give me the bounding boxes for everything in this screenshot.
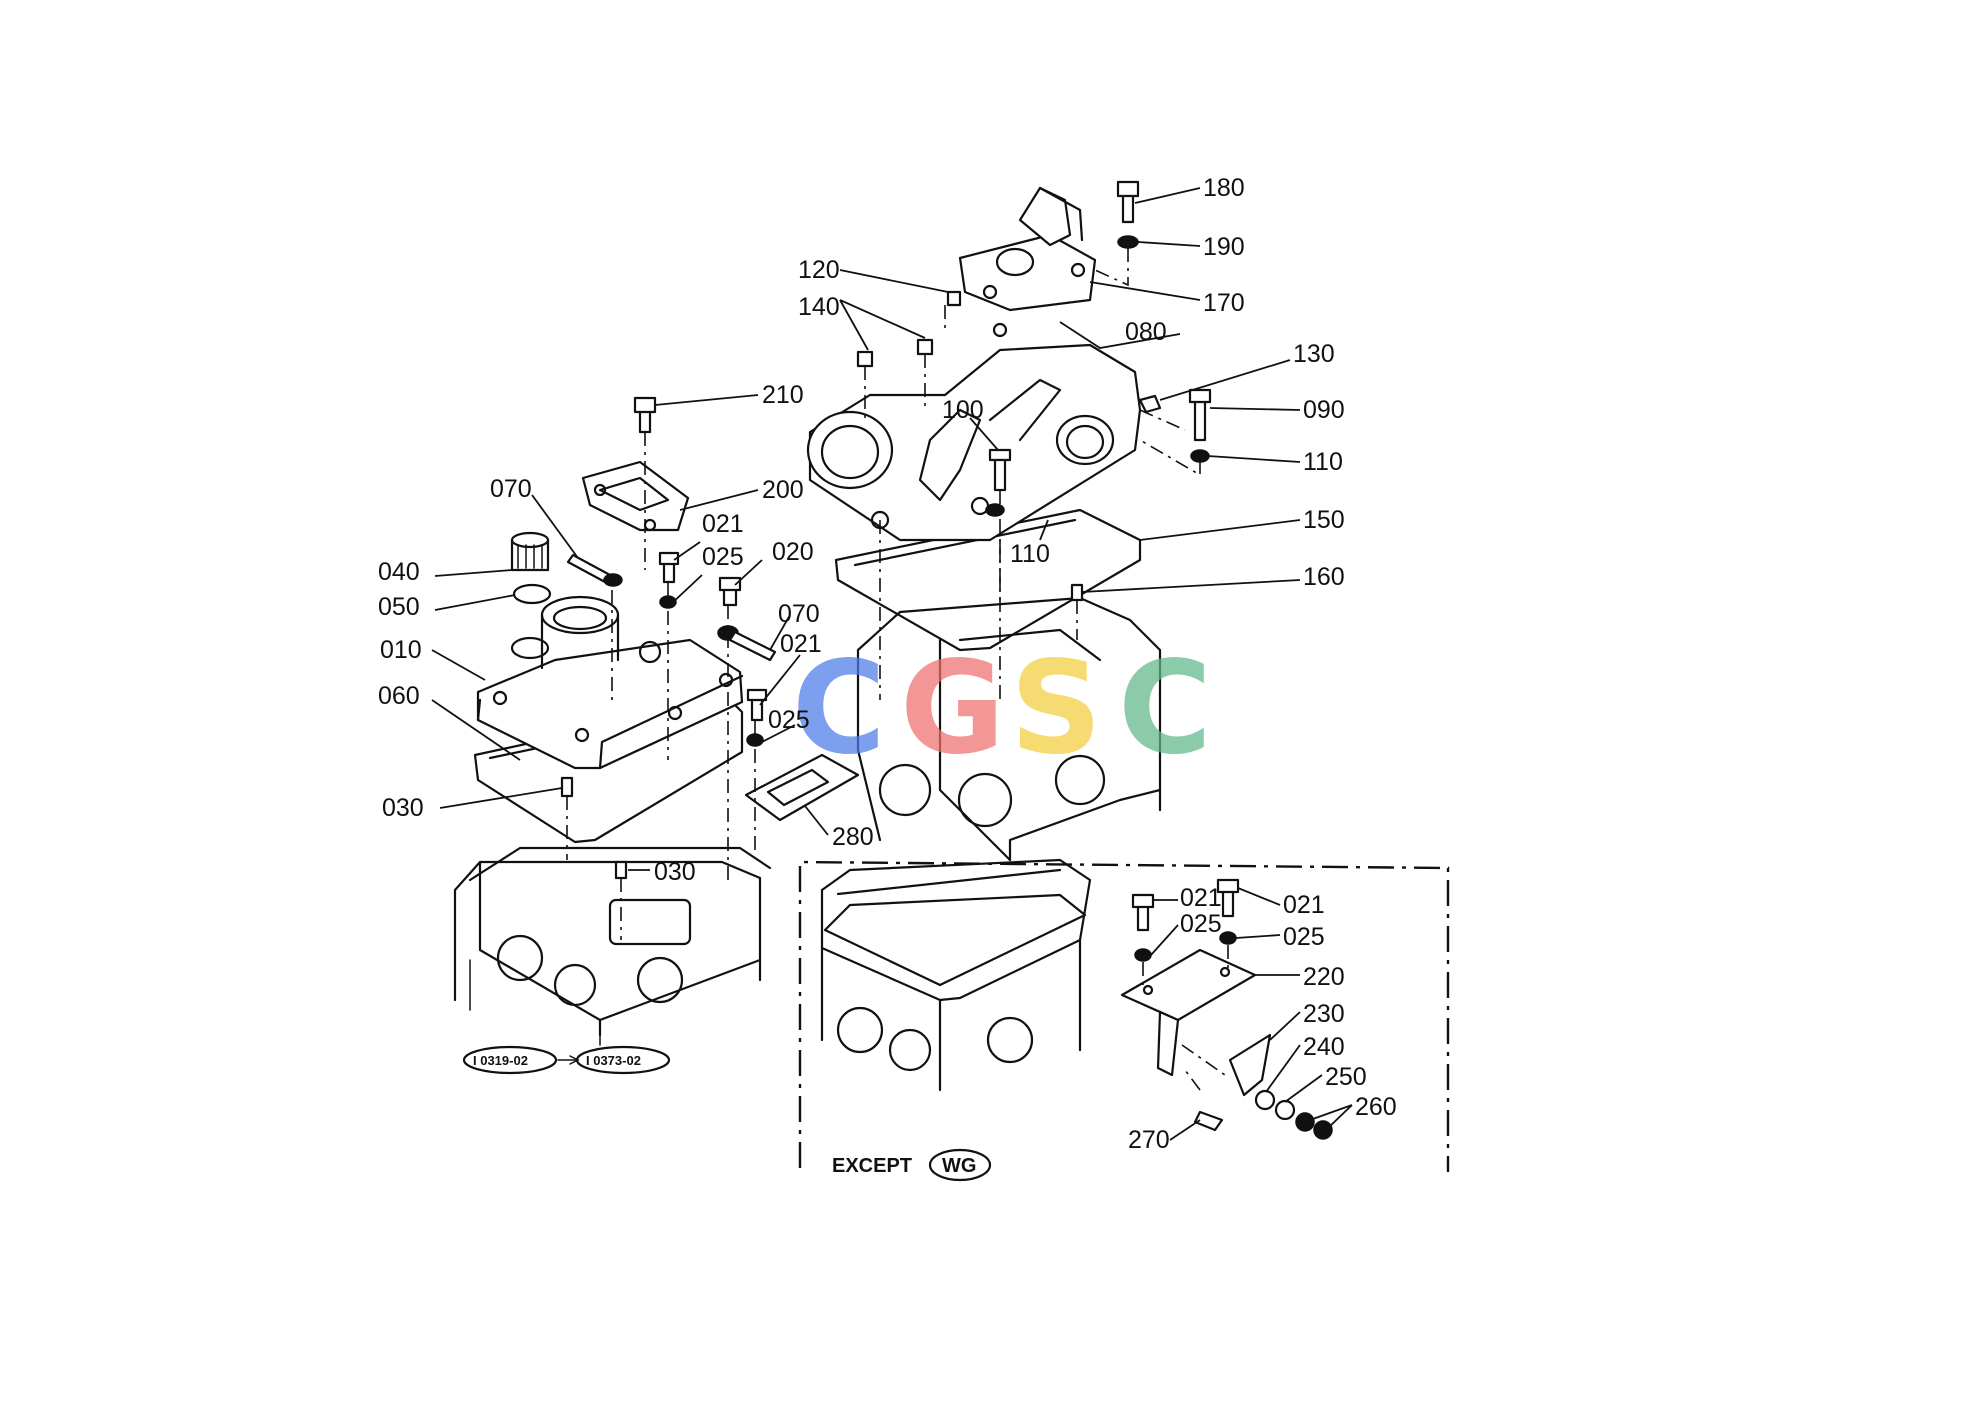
pin-070-right xyxy=(728,630,777,662)
inset-washer-025-a xyxy=(1134,948,1152,962)
label-inset-021-b: 021 xyxy=(1283,891,1325,919)
bolt-210 xyxy=(633,396,657,434)
inset-washer-025-b xyxy=(1219,931,1237,945)
ref-oval-from xyxy=(462,1045,558,1075)
bolt-180 xyxy=(1116,180,1140,224)
part-labels: 180 190 170 120 140 080 130 090 110 100 … xyxy=(378,174,1397,1154)
washer-250 xyxy=(1274,1099,1296,1121)
label-160: 160 xyxy=(1303,563,1345,591)
ref-from: I 0319-02 xyxy=(473,1053,528,1068)
label-030-a: 030 xyxy=(382,794,424,822)
ref-oval-to xyxy=(575,1045,671,1075)
lower-engine-block xyxy=(453,846,772,1046)
label-150: 150 xyxy=(1303,506,1345,534)
washer-110-center xyxy=(985,503,1005,517)
label-120: 120 xyxy=(798,256,840,284)
bolt-021-b xyxy=(746,688,768,722)
dowel-160 xyxy=(1070,583,1084,602)
label-130: 130 xyxy=(1293,340,1335,368)
label-030-b: 030 xyxy=(654,858,696,886)
label-170: 170 xyxy=(1203,289,1245,317)
label-080: 080 xyxy=(1125,318,1167,346)
label-060: 060 xyxy=(378,682,420,710)
bolt-270 xyxy=(1193,1110,1224,1132)
page-reference: I 0319-02 I 0373-02 xyxy=(462,1045,671,1075)
plug-140-b xyxy=(916,338,934,356)
except-text: EXCEPT xyxy=(832,1155,912,1177)
watermark-letter-3: S xyxy=(1010,634,1102,783)
thermostat-cover-170 xyxy=(958,186,1097,312)
label-210: 210 xyxy=(762,381,804,409)
label-280: 280 xyxy=(832,823,874,851)
label-inset-021-a: 021 xyxy=(1180,884,1222,912)
plug-140-a xyxy=(856,350,874,368)
bolt-020 xyxy=(718,576,742,607)
inset-frame xyxy=(798,860,1450,1172)
ref-to: I 0373-02 xyxy=(586,1053,641,1068)
gasket-280 xyxy=(744,753,860,822)
washer-240 xyxy=(1254,1089,1276,1111)
dowel-030-a xyxy=(560,776,574,798)
label-100: 100 xyxy=(942,396,984,424)
nut-260-b xyxy=(1313,1120,1333,1140)
bracket-220 xyxy=(1120,948,1257,1077)
label-inset-025-a: 025 xyxy=(1180,910,1222,938)
label-260: 260 xyxy=(1355,1093,1397,1121)
watermark-letter-1: C xyxy=(792,634,886,783)
upper-engine-block xyxy=(856,596,1162,862)
inset-bolt-021-a xyxy=(1131,893,1155,932)
inset-engine-block xyxy=(820,858,1092,1092)
label-050: 050 xyxy=(378,593,420,621)
except-badge: WG xyxy=(942,1155,976,1177)
stud-230 xyxy=(1228,1033,1272,1097)
label-110-right: 110 xyxy=(1303,448,1343,476)
watermark-letter-4: C xyxy=(1118,634,1212,783)
washer-070-left xyxy=(603,573,623,587)
label-230: 230 xyxy=(1303,1000,1345,1028)
label-190: 190 xyxy=(1203,233,1245,261)
label-140: 140 xyxy=(798,293,840,321)
label-020: 020 xyxy=(772,538,814,566)
bolt-090 xyxy=(1188,388,1212,442)
label-110-center: 110 xyxy=(1010,540,1050,568)
label-270: 270 xyxy=(1128,1126,1170,1154)
label-250: 250 xyxy=(1325,1063,1367,1091)
label-090: 090 xyxy=(1303,396,1345,424)
label-070-right: 070 xyxy=(778,600,820,628)
inset-center-lines xyxy=(1142,945,1229,1091)
label-040: 040 xyxy=(378,558,420,586)
watermark-letter-2: G xyxy=(900,634,1005,783)
label-070-left: 070 xyxy=(490,475,532,503)
oil-filler-cap-040 xyxy=(510,531,550,572)
label-180: 180 xyxy=(1203,174,1245,202)
except-badge-oval xyxy=(928,1148,992,1182)
bolt-021-a xyxy=(658,551,680,584)
thermostat-housing-080 xyxy=(806,322,1142,542)
assembly-center-lines xyxy=(566,248,1201,940)
plug-130 xyxy=(1138,394,1162,414)
label-220: 220 xyxy=(1303,963,1345,991)
inset-bolt-021-b xyxy=(1216,878,1240,918)
rocker-cover-010 xyxy=(476,595,744,770)
label-021-b: 021 xyxy=(780,630,822,658)
label-inset-025-b: 025 xyxy=(1283,923,1325,951)
gasket-150 xyxy=(834,508,1142,652)
o-ring-050 xyxy=(512,583,552,605)
dowel-030-b xyxy=(614,860,628,880)
plug-120 xyxy=(946,290,962,307)
nut-260-a xyxy=(1295,1112,1315,1132)
leader-lines xyxy=(431,187,1353,1141)
label-025-a: 025 xyxy=(702,543,744,571)
label-010: 010 xyxy=(380,636,422,664)
except-note: EXCEPT WG xyxy=(832,1148,992,1182)
label-240: 240 xyxy=(1303,1033,1345,1061)
label-025-b: 025 xyxy=(768,706,810,734)
washer-190 xyxy=(1117,235,1139,249)
label-200: 200 xyxy=(762,476,804,504)
label-021-a: 021 xyxy=(702,510,744,538)
watermark: C G S C xyxy=(792,634,1212,783)
bracket-200 xyxy=(581,460,690,532)
